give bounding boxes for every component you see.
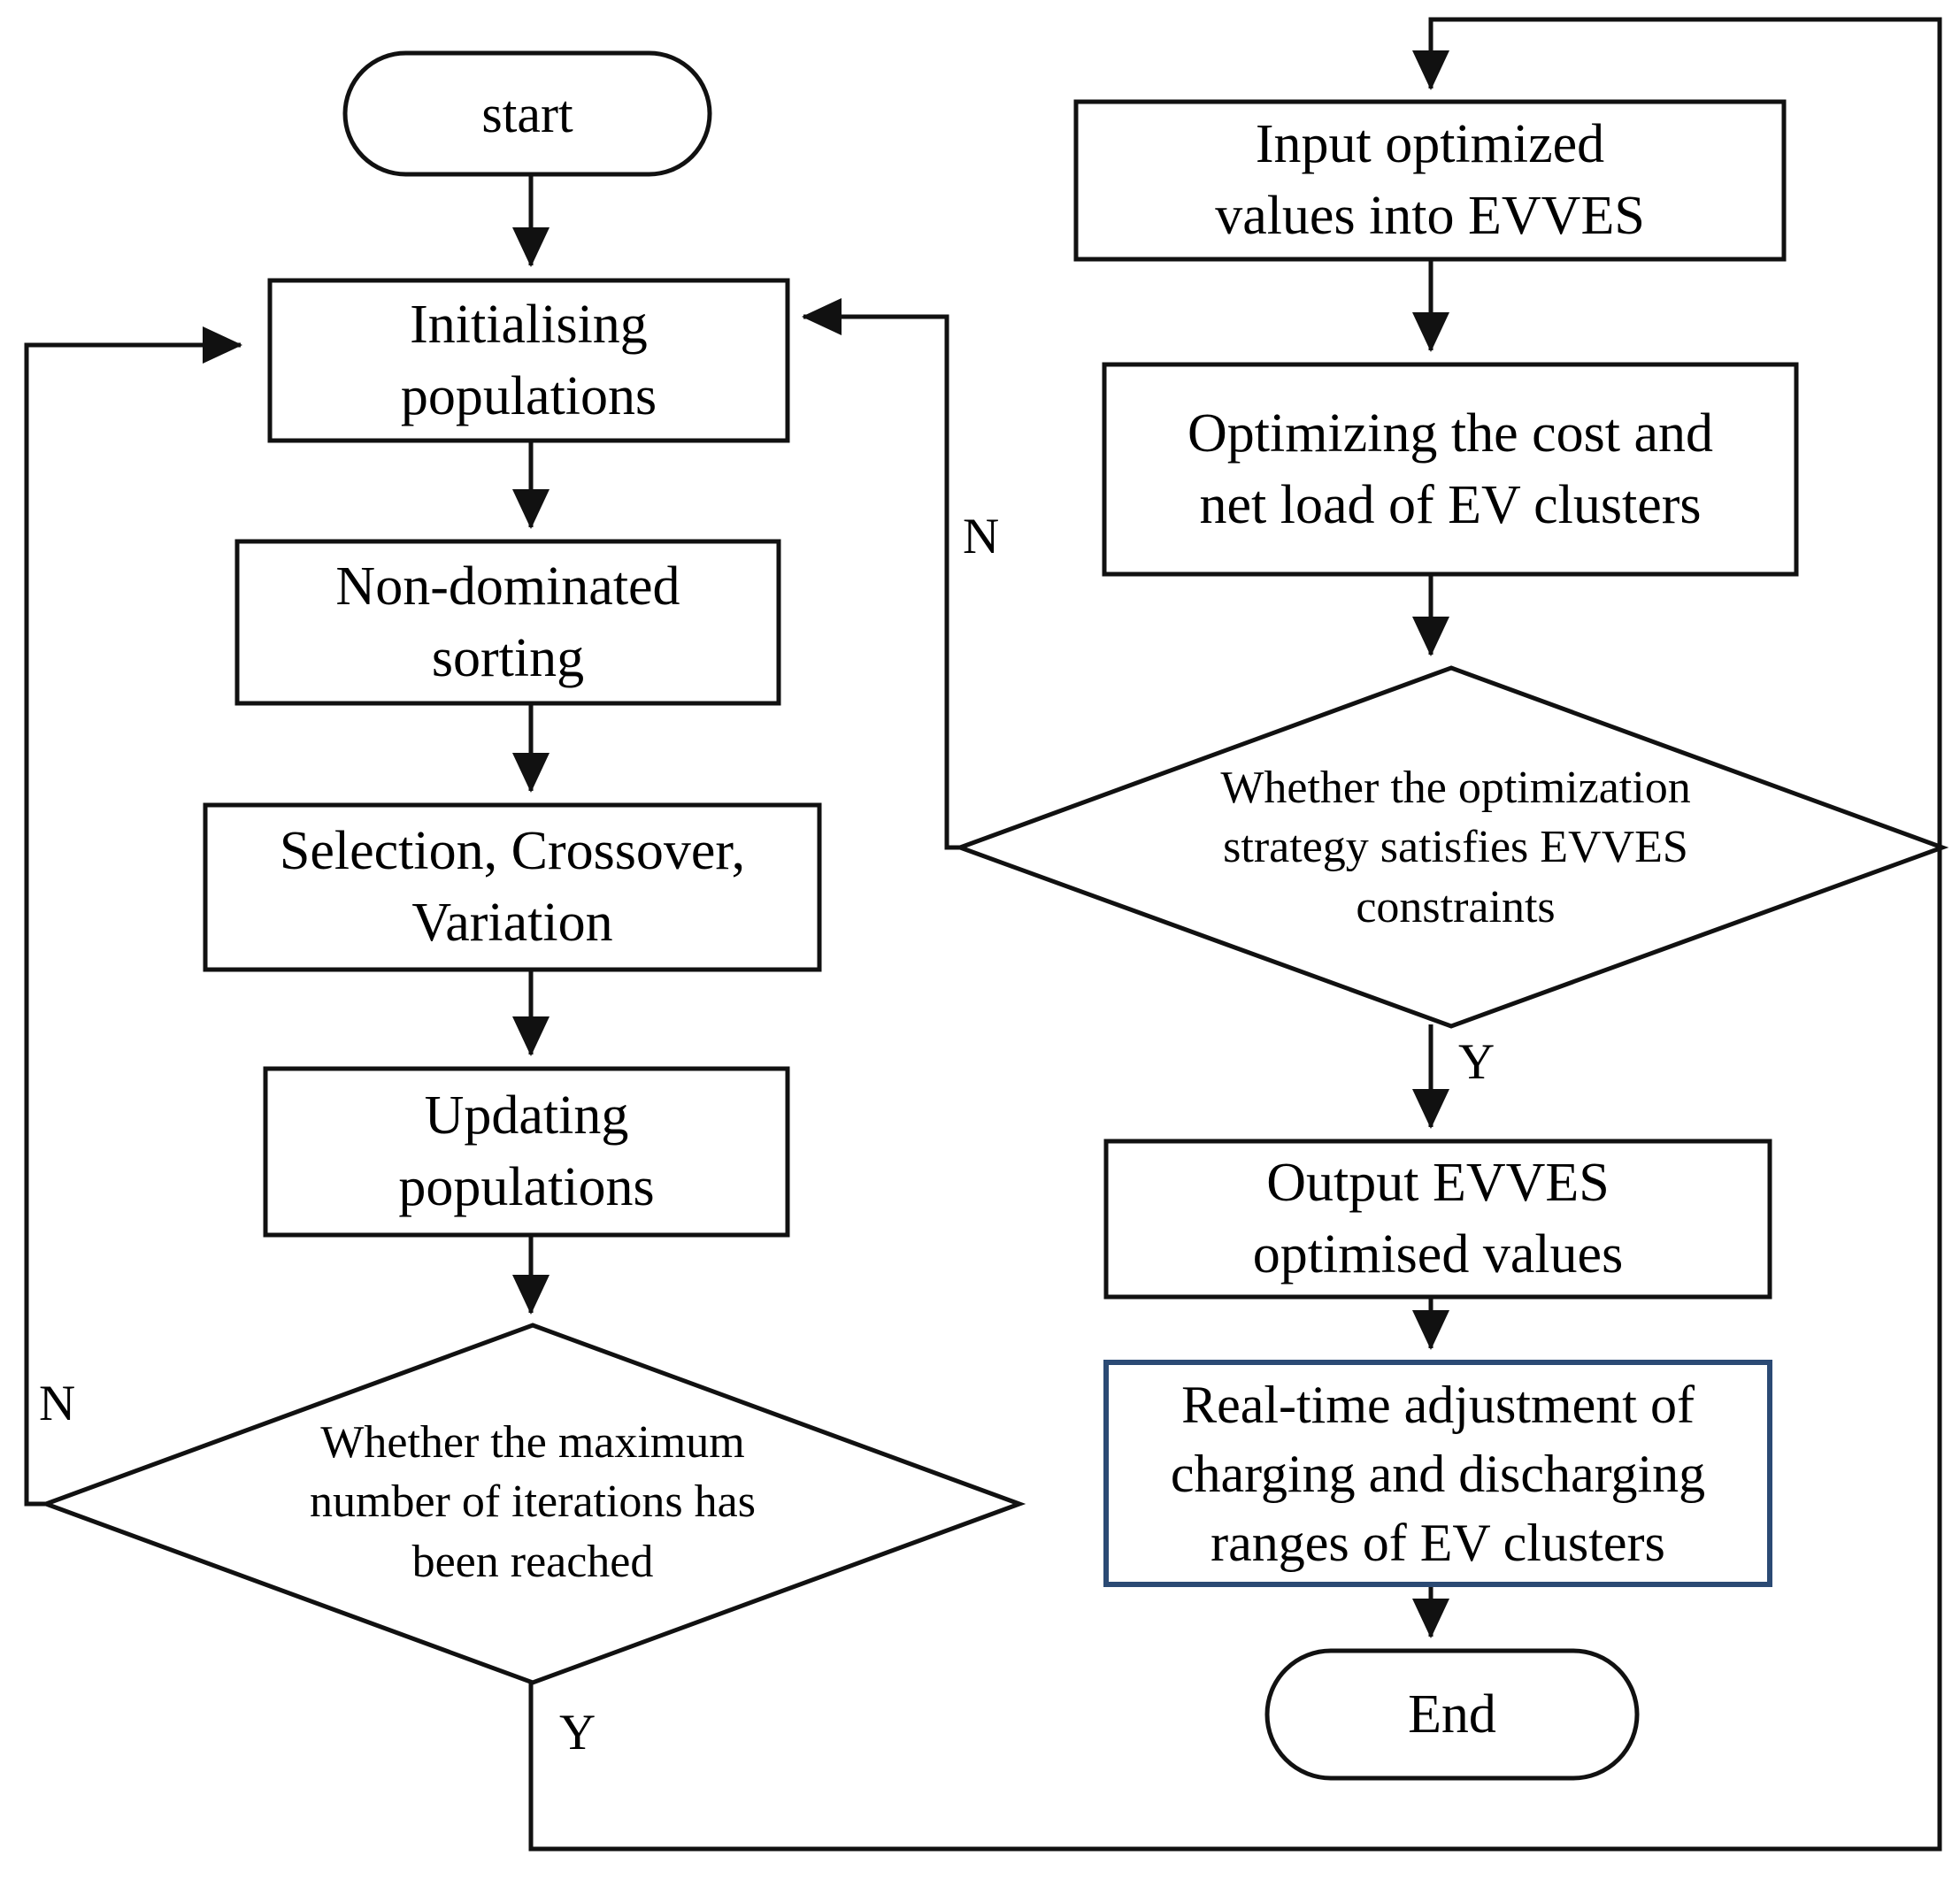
- node-optimizing[interactable]: [1102, 362, 1799, 577]
- edge-label-constraints-yes: Y: [1458, 1034, 1495, 1090]
- node-max-iter-decision[interactable]: [39, 1323, 1026, 1685]
- edge-maxiter-yes-to-input: [528, 17, 1942, 1852]
- node-non-dominated[interactable]: [234, 539, 781, 706]
- node-constraints-decision[interactable]: [953, 665, 1949, 1029]
- edge-label-maxiter-yes: Y: [559, 1705, 596, 1760]
- edge-label-maxiter-no: N: [39, 1376, 76, 1431]
- edge-constraints-no-to-init: [802, 297, 960, 850]
- node-input-values[interactable]: [1073, 99, 1787, 262]
- node-end[interactable]: [1264, 1648, 1640, 1781]
- node-start[interactable]: [342, 50, 712, 177]
- node-selection[interactable]: [203, 802, 822, 972]
- node-realtime-adjustment[interactable]: [1103, 1360, 1772, 1587]
- edge-label-constraints-no: N: [963, 509, 1000, 564]
- node-init-pop[interactable]: [267, 278, 790, 443]
- node-output-values[interactable]: [1103, 1139, 1772, 1300]
- node-updating[interactable]: [263, 1066, 790, 1238]
- edge-maxiter-no-to-init: [24, 326, 242, 1507]
